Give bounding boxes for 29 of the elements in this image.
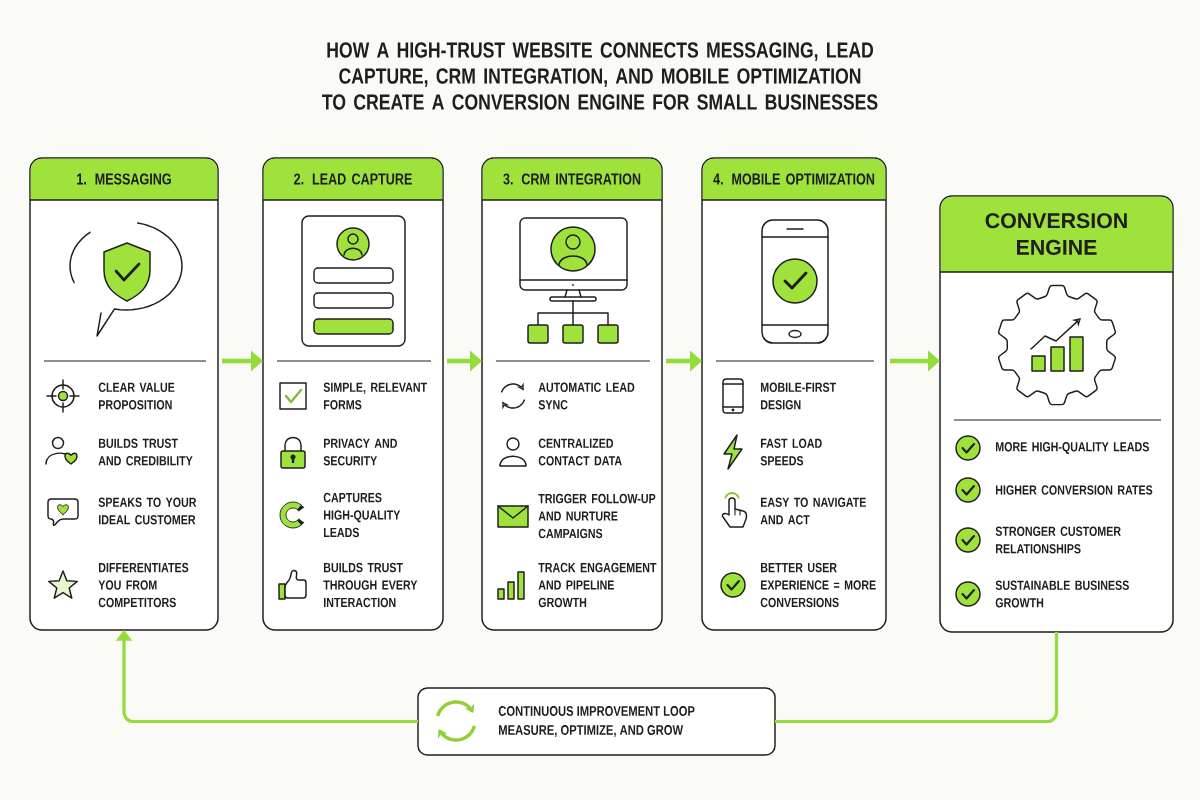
item-text: FAST LOAD SPEEDS — [760, 438, 822, 466]
item-text: DIFFERENTIATES YOU FROM COMPETITORS — [98, 562, 189, 608]
item-text: CAPTURES HIGH-QUALITY LEADS — [323, 492, 401, 538]
item-text: TRIGGER FOLLOW-UP AND NURTURE CAMPAIGNS — [538, 493, 656, 539]
title: HOW A HIGH-TRUST WEBSITE CONNECTS MESSAGING, LEAD CAPTURE, CRM INTEGRATION, AND MOBILE OPTIMIZATION TO CREATE A CONVERSION ENGINE FOR SMALL BUSINESSES — [322, 42, 878, 110]
item-text: PRIVACY AND SECURITY — [323, 438, 397, 466]
item-text: MOBILE-FIRST DESIGN — [761, 382, 836, 410]
item-text: CLEAR VALUE PROPOSITION — [98, 382, 175, 410]
connector-line — [775, 632, 1059, 724]
loop-box: CONTINUOUS IMPROVEMENT LOOP MEASURE, OPTIMIZE, AND GROW — [417, 687, 776, 756]
item-text: EASY TO NAVIGATE AND ACT — [760, 497, 866, 525]
item-text: SUSTAINABLE BUSINESS GROWTH — [995, 580, 1129, 608]
header-band: 2. LEAD CAPTURE — [262, 158, 444, 201]
header-band: 4. MOBILE OPTIMIZATION — [701, 158, 887, 201]
item-text: AUTOMATIC LEAD SYNC — [538, 382, 635, 410]
arrow — [115, 630, 418, 724]
item-text: SIMPLE, RELEVANT FORMS — [323, 382, 427, 410]
item-text: BUILDS TRUST AND CREDIBILITY — [98, 438, 193, 466]
item-text: BUILDS TRUST THROUGH EVERY INTERACTION — [323, 562, 418, 608]
item-text: TRACK ENGAGEMENT AND PIPELINE GROWTH — [538, 562, 657, 608]
item-text: MORE HIGH-QUALITY LEADS — [996, 442, 1149, 454]
header-band: 3. CRM INTEGRATION — [481, 158, 663, 201]
item-text: SPEAKS TO YOUR IDEAL CUSTOMER — [98, 497, 197, 525]
item-text: HIGHER CONVERSION RATES — [996, 485, 1153, 495]
item-text: CENTRALIZED CONTACT DATA — [538, 438, 622, 466]
header-band: 1. MESSAGING — [29, 158, 219, 201]
header-band: CONVERSION ENGINE — [939, 196, 1174, 273]
item-text: STRONGER CUSTOMER RELATIONSHIPS — [995, 526, 1121, 554]
item-text: BETTER USER EXPERIENCE = MORE CONVERSIONS — [760, 562, 876, 608]
